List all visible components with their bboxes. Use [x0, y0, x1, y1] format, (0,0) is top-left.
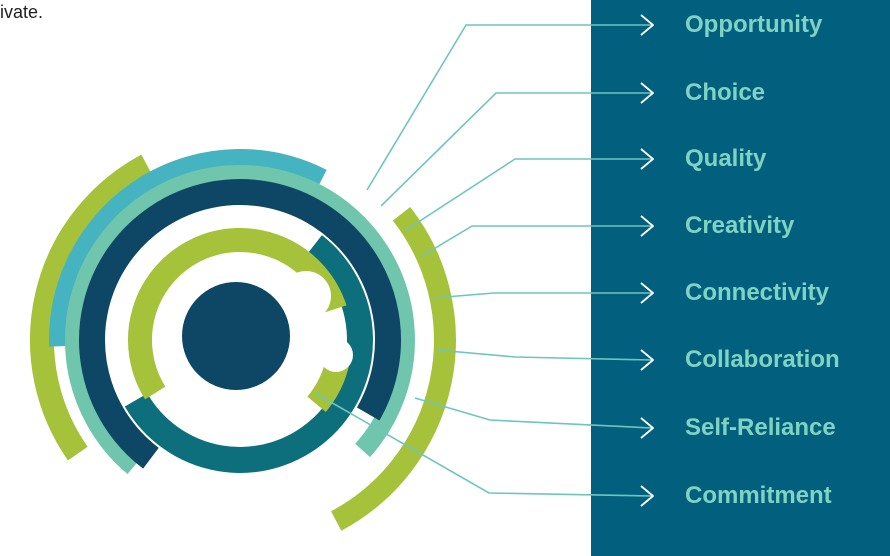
connector-lines	[314, 14, 654, 507]
connector-line	[436, 349, 653, 361]
mint-ring	[65, 165, 415, 475]
value-label-collaboration: Collaboration	[685, 346, 840, 373]
arrow-icon	[640, 14, 654, 36]
arrow-icon	[640, 417, 654, 439]
connector-line	[380, 92, 652, 207]
value-label-commitment: Commitment	[685, 482, 832, 509]
outer-lime-arc-left	[30, 154, 153, 461]
teal-ring	[124, 235, 373, 473]
concentric-arcs-graphic	[30, 149, 456, 531]
bubble-small	[319, 338, 353, 372]
value-label-choice: Choice	[685, 79, 766, 106]
arrow-icon	[640, 82, 654, 104]
arrow-icon	[640, 485, 654, 507]
value-label-creativity: Creativity	[685, 212, 795, 239]
value-label-quality: Quality	[685, 145, 767, 172]
arrow-icon	[640, 282, 654, 304]
connector-line	[366, 24, 652, 191]
arrow-icon	[640, 215, 654, 237]
core-circle	[182, 282, 290, 390]
cyan-arc	[49, 149, 327, 347]
connector-line	[405, 158, 652, 231]
header-text-fragment: ivate.	[0, 2, 44, 22]
arrow-icon	[640, 148, 654, 170]
navy-ring	[79, 179, 401, 469]
connector-line	[432, 292, 652, 299]
value-label-self-reliance: Self-Reliance	[685, 414, 836, 441]
connector-line	[421, 225, 652, 257]
value-label-opportunity: Opportunity	[685, 11, 823, 38]
bubble-large	[281, 271, 331, 321]
value-label-connectivity: Connectivity	[685, 279, 830, 306]
connector-line	[314, 392, 653, 497]
arrow-icon	[640, 349, 654, 371]
outer-lime-arc-right	[331, 207, 456, 531]
inner-lime-ring	[128, 227, 347, 400]
connector-line	[414, 397, 653, 429]
